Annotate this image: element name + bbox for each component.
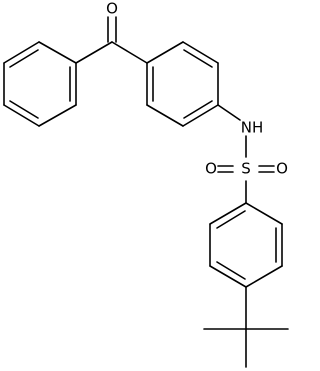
sulfonyl-oxygen-left-label: O: [205, 160, 217, 178]
bond: [75, 41, 113, 64]
bond: [9, 49, 39, 68]
carbonyl-oxygen-label: O: [106, 0, 118, 18]
bond: [38, 41, 77, 64]
bond: [209, 265, 247, 288]
bond: [245, 265, 283, 288]
bond: [182, 41, 219, 64]
amine-label: NH: [241, 119, 264, 137]
atom-labels: O NH S O O: [106, 0, 288, 178]
sulfur-label: S: [241, 160, 251, 178]
bond: [182, 104, 219, 127]
molecule-diagram: O NH S O O: [3, 0, 289, 368]
bond: [38, 104, 77, 127]
bond: [216, 210, 246, 229]
sulfonyl-oxygen-right-label: O: [276, 160, 288, 178]
bond: [216, 261, 246, 280]
bond: [217, 104, 241, 121]
bond: [9, 100, 39, 119]
bond: [3, 41, 40, 64]
bond: [209, 202, 247, 225]
bond: [245, 202, 283, 225]
bond: [146, 41, 184, 64]
bond: [183, 100, 213, 119]
bond: [111, 41, 148, 64]
bond: [146, 104, 184, 127]
bonds: [3, 16, 289, 368]
bond: [183, 49, 213, 68]
bond: [3, 104, 40, 127]
